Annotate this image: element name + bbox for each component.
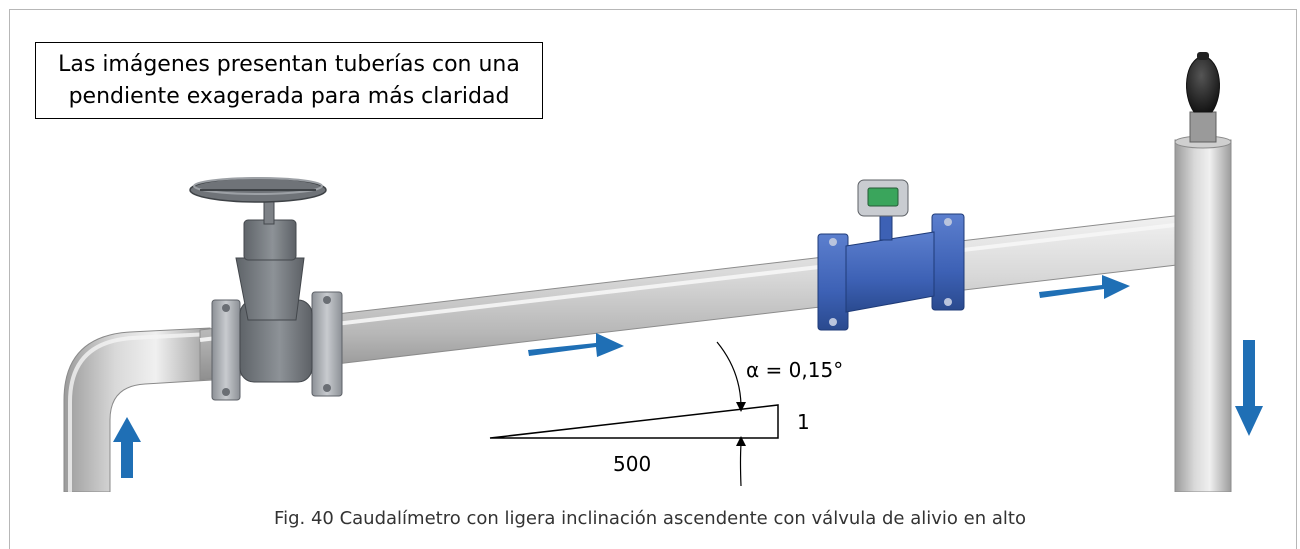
flowmeter-icon <box>817 179 965 331</box>
arrow-right-icon <box>1039 275 1130 299</box>
slope-diagram <box>489 341 779 487</box>
arrow-down-icon <box>1235 340 1263 436</box>
vertical-riser-pipe <box>1174 111 1232 492</box>
relief-valve-icon <box>1186 52 1220 113</box>
figure-frame <box>9 9 1297 549</box>
arrow-up-icon <box>113 417 141 478</box>
note-line-2: pendiente exagerada para más claridad <box>68 84 510 109</box>
slope-angle-label: α = 0,15° <box>746 358 844 382</box>
pipe-diagram <box>63 52 1263 492</box>
left-elbow-pipe <box>63 327 213 492</box>
gate-valve-icon <box>189 177 343 401</box>
arrow-right-icon <box>528 333 624 357</box>
note-line-1: Las imágenes presentan tuberías con una <box>58 52 520 77</box>
slope-rise-label: 1 <box>797 410 810 434</box>
figure-caption: Fig. 40 Caudalímetro con ligera inclinac… <box>274 508 1026 529</box>
note-box: Las imágenes presentan tuberías con una … <box>35 42 543 119</box>
slope-run-label: 500 <box>613 452 652 476</box>
sloped-pipe <box>199 212 1203 381</box>
